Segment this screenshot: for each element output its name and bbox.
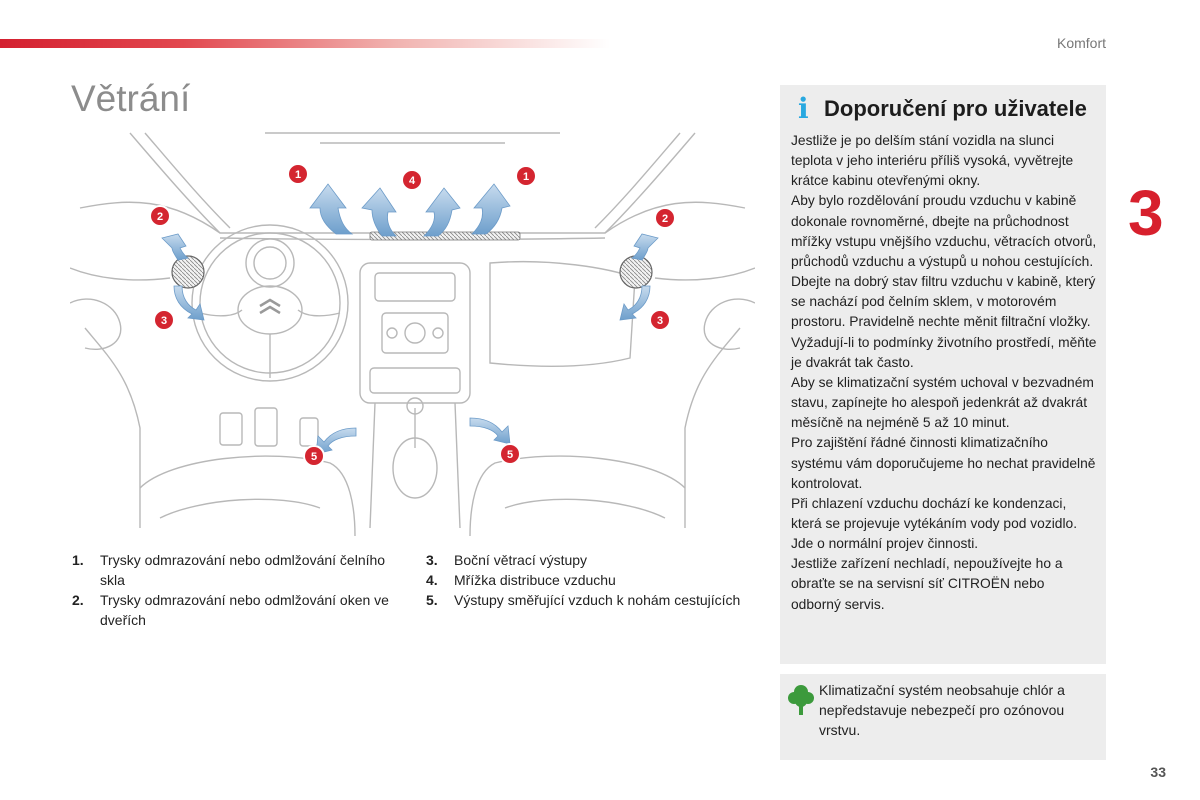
- callout-5-right: 5: [499, 443, 521, 465]
- legend-item: 3. Boční větrací výstupy: [426, 550, 766, 570]
- legend-column-right: 3. Boční větrací výstupy 4. Mřížka distr…: [426, 550, 766, 610]
- legend-number: 3.: [426, 552, 438, 568]
- left-side-vent: [171, 255, 205, 289]
- svg-text:1: 1: [295, 169, 301, 181]
- page-title: Větrání: [71, 78, 191, 119]
- svg-text:5: 5: [311, 451, 317, 463]
- legend-text: Mřížka distribuce vzduchu: [454, 572, 616, 588]
- legend-item: 4. Mřížka distribuce vzduchu: [426, 570, 766, 590]
- brand-logo-chevrons: [259, 298, 281, 315]
- callout-5-left: 5: [303, 445, 325, 467]
- legend-text: Výstupy směřující vzduch k nohám cestují…: [454, 592, 741, 608]
- chapter-number: 3: [1128, 177, 1164, 249]
- recommendation-body: Jestliže je po delším stání vozidla na s…: [791, 131, 1097, 615]
- callout-2-right: 2: [654, 207, 676, 229]
- recommendation-header: i Doporučení pro uživatele: [798, 92, 1087, 126]
- svg-text:5: 5: [507, 449, 513, 461]
- svg-text:3: 3: [657, 315, 663, 327]
- svg-text:2: 2: [157, 211, 163, 223]
- recommendation-paragraph: Aby bylo rozdělování proudu vzduchu v ka…: [791, 193, 1097, 269]
- recommendation-paragraph: Aby se klimatizační systém uchoval v bez…: [791, 374, 1094, 431]
- recommendation-paragraph: Dbejte na dobrý stav filtru vzduchu v ka…: [791, 274, 1097, 370]
- recommendation-paragraph: Jestliže zařízení nechladí, nepoužívejte…: [791, 556, 1063, 612]
- legend-number: 5.: [426, 592, 438, 608]
- callout-2-left: 2: [149, 205, 171, 227]
- eco-note-box: Klimatizační systém neobsahuje chlór a n…: [780, 674, 1106, 760]
- callout-3-left: 3: [153, 309, 175, 331]
- svg-text:1: 1: [523, 171, 529, 183]
- legend-item: 1. Trysky odmrazování nebo odmlžování če…: [72, 550, 392, 590]
- page-number: 33: [1150, 764, 1166, 780]
- eco-note-text: Klimatizační systém neobsahuje chlór a n…: [819, 682, 1065, 738]
- svg-text:2: 2: [662, 213, 668, 225]
- legend-text: Boční větrací výstupy: [454, 552, 588, 568]
- recommendation-paragraph: Jestliže je po delším stání vozidla na s…: [791, 133, 1074, 189]
- callout-1-right: 1: [515, 165, 537, 187]
- callout-4: 4: [401, 169, 423, 191]
- svg-text:4: 4: [409, 175, 416, 187]
- legend-text: Trysky odmrazování nebo odmlžování oken …: [100, 592, 389, 628]
- legend-number: 1.: [72, 552, 84, 568]
- recommendation-paragraph: Pro zajištění řádné činnosti klimatizačn…: [791, 435, 1096, 491]
- legend-text: Trysky odmrazování nebo odmlžování čelní…: [100, 552, 386, 588]
- legend-column-left: 1. Trysky odmrazování nebo odmlžování če…: [72, 550, 392, 630]
- callout-3-right: 3: [649, 309, 671, 331]
- info-icon: i: [798, 92, 809, 125]
- recommendation-paragraph: Při chlazení vzduchu dochází ke kondenza…: [791, 495, 1078, 552]
- recommendation-title: Doporučení pro uživatele: [824, 96, 1087, 121]
- section-name: Komfort: [1056, 35, 1106, 51]
- recommendation-box: i Doporučení pro uživatele Jestliže je p…: [780, 85, 1106, 664]
- header-accent-bar: [0, 39, 610, 48]
- legend-item: 2. Trysky odmrazování nebo odmlžování ok…: [72, 590, 392, 630]
- svg-text:3: 3: [161, 315, 167, 327]
- right-side-vent: [619, 255, 653, 289]
- legend-item: 5. Výstupy směřující vzduch k nohám cest…: [426, 590, 766, 610]
- dashboard-ventilation-illustration: 1 4 1 2 2 3 3 5: [70, 132, 755, 536]
- tree-icon: [788, 685, 814, 715]
- callout-1-left: 1: [287, 163, 309, 185]
- legend-number: 4.: [426, 572, 438, 588]
- legend-number: 2.: [72, 592, 84, 608]
